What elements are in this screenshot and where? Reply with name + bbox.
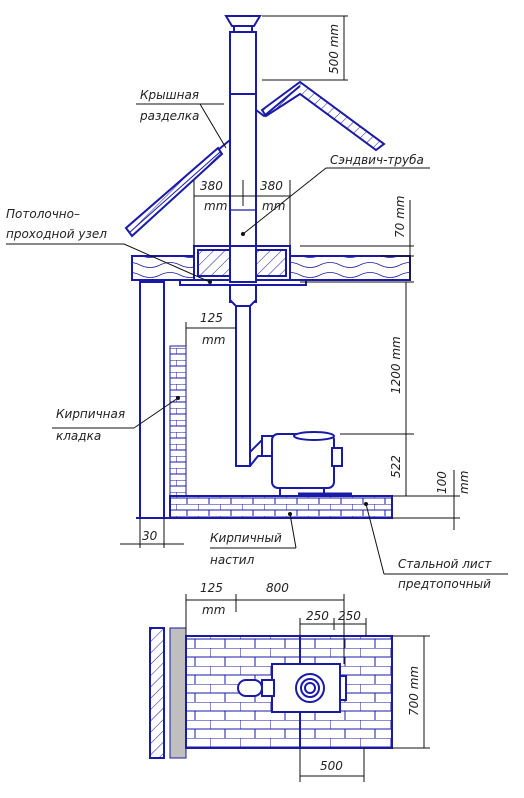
leader-dots bbox=[176, 232, 368, 516]
plan-insulation bbox=[169, 627, 187, 759]
plan-dim-250a: 250 bbox=[306, 609, 329, 623]
dim-30: 30 bbox=[142, 529, 158, 543]
dim-380-left: 380 bbox=[200, 179, 223, 193]
dim-125-mm: mm bbox=[202, 333, 225, 347]
plan-dim-500: 500 bbox=[320, 759, 343, 773]
label-roof-cut-1: Крышная bbox=[140, 88, 199, 102]
dim-100-mm: mm bbox=[457, 471, 471, 494]
label-brick-floor-1: Кирпичный bbox=[210, 531, 282, 545]
label-brick-wall-1: Кирпичная bbox=[56, 407, 125, 421]
dim-500-top: 500 mm bbox=[327, 24, 341, 74]
dim-380-right-mm: mm bbox=[262, 199, 285, 213]
plan-dim-125: 125 bbox=[200, 581, 223, 595]
label-ceiling-unit-2: проходной узел bbox=[6, 227, 107, 241]
brick-floor bbox=[169, 495, 393, 519]
label-brick-floor-2: настил bbox=[210, 553, 255, 567]
single-wall-pipe bbox=[235, 305, 251, 467]
leader-lines bbox=[6, 103, 508, 575]
dim-100: 100 bbox=[435, 471, 449, 494]
plan-wall bbox=[149, 627, 165, 759]
plan-dim-125-mm: mm bbox=[202, 603, 225, 617]
dimension-lines bbox=[120, 15, 460, 548]
chimney-cap bbox=[224, 15, 262, 33]
label-brick-wall-2: кладка bbox=[56, 429, 101, 443]
ceiling-pass-through-unit bbox=[179, 245, 307, 286]
label-ceiling-unit-1: Потолочно– bbox=[6, 207, 80, 221]
brick-wall-section bbox=[139, 281, 165, 519]
label-steel-sheet-2: предтопочный bbox=[398, 577, 491, 591]
label-sandwich-pipe: Сэндвич-труба bbox=[330, 153, 424, 167]
stove-elevation bbox=[261, 431, 352, 496]
plan-stove bbox=[237, 663, 347, 713]
plan-dim-800: 800 bbox=[266, 581, 289, 595]
plan-dim-700: 700 mm bbox=[407, 666, 421, 716]
label-roof-cut-2: разделка bbox=[139, 109, 199, 123]
roof-right bbox=[260, 80, 386, 152]
roof-left bbox=[124, 146, 224, 238]
plan-dimension-lines bbox=[185, 594, 430, 782]
wall-insulation-layer bbox=[169, 345, 187, 501]
dim-125: 125 bbox=[200, 311, 223, 325]
label-steel-sheet-1: Стальной лист bbox=[398, 557, 492, 571]
dim-380-right: 380 bbox=[260, 179, 283, 193]
dim-1200: 1200 mm bbox=[389, 336, 403, 394]
plan-dim-250b: 250 bbox=[338, 609, 361, 623]
dim-70: 70 mm bbox=[393, 196, 407, 238]
dim-522: 522 bbox=[389, 455, 403, 478]
roof-cut-flashing bbox=[255, 85, 301, 118]
dim-380-left-mm: mm bbox=[204, 199, 227, 213]
